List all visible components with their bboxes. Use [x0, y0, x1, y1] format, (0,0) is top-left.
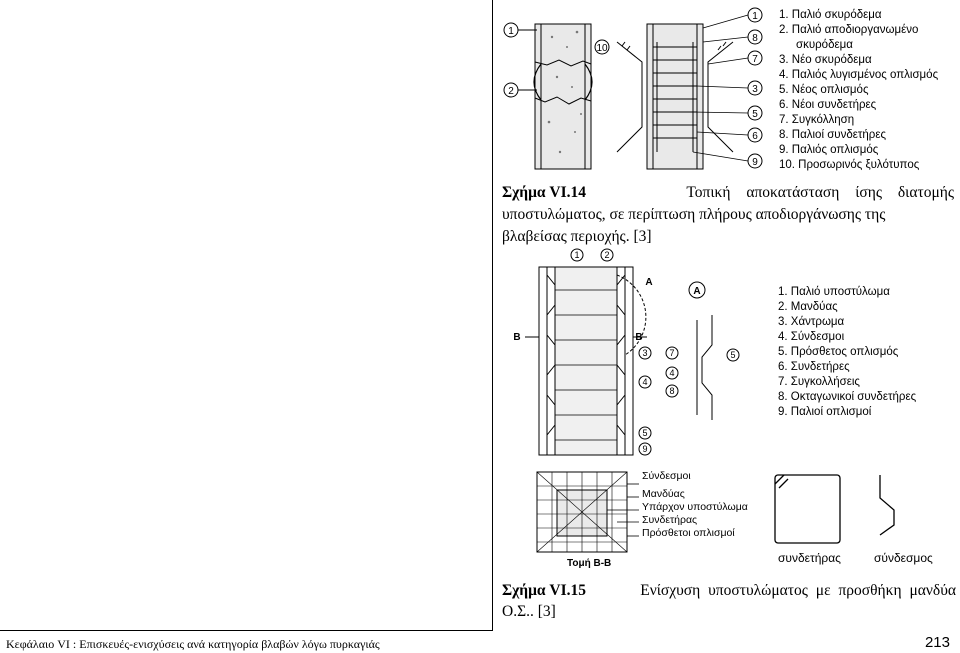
svg-text:8: 8 [752, 33, 758, 44]
temporary-formwork [616, 41, 734, 153]
figure-15-legend: 1. Παλιό υποστύλωμα 2. Μανδύας 3. Χάντρω… [778, 285, 916, 420]
svg-text:2: 2 [604, 250, 609, 260]
legend-item: 9. Παλιοί οπλισμοί [778, 406, 872, 418]
legend-item: 3. Νέο σκυρόδεμα [779, 54, 872, 66]
page-number: 213 [924, 634, 950, 651]
detail-callouts: A 7 4 8 5 [665, 286, 740, 398]
legend-item: 8. Παλιοί συνδετήρες [779, 129, 887, 141]
legend-item: 4. Σύνδεσμοι [778, 331, 845, 343]
figure-15-caption: Σχήμα VI.15 Ενίσχυση υποστυλώματος με πρ… [502, 580, 956, 622]
legend-item: 8. Οκταγωνικοί συνδετήρες [778, 391, 917, 403]
caption-text-line2: Ο.Σ.. [3] [502, 603, 556, 620]
figure-14-drawing: 1 2 10 1 8 7 3 5 6 9 [503, 7, 763, 170]
detail-a [688, 281, 713, 420]
svg-text:2: 2 [508, 86, 514, 97]
legend-item: 5. Νέος οπλισμός [779, 84, 869, 96]
caption-label: Σχήμα VI.15 [502, 582, 587, 599]
svg-text:1: 1 [508, 26, 514, 37]
figure-14-callouts: 1 2 10 1 8 7 3 5 6 9 [503, 7, 763, 169]
legend-item: 9. Παλιός οπλισμός [779, 144, 879, 156]
svg-text:B: B [513, 332, 520, 343]
svg-text:9: 9 [752, 157, 758, 168]
link-label: σύνδεσμος [874, 551, 933, 565]
svg-text:5: 5 [642, 428, 647, 438]
svg-text:10: 10 [596, 43, 608, 54]
legend-item: 2. Μανδύας [778, 301, 838, 313]
svg-text:3: 3 [642, 348, 647, 358]
legend-item: 6. Νέοι συνδετήρες [779, 99, 877, 111]
caption-text-line1: Τοπική αποκατάσταση ίσης διατομής [686, 184, 954, 201]
section-label: Συνδετήρας [642, 514, 698, 526]
caption-text-line1: Ενίσχυση υποστυλώματος με προσθήκη μανδύ… [640, 582, 956, 599]
legend-item: 3. Χάντρωμα [778, 316, 845, 328]
damaged-column [533, 23, 593, 170]
legend-item: 7. Συγκόλληση [779, 114, 855, 126]
blank-left-panel [0, 0, 493, 631]
svg-text:5: 5 [752, 109, 758, 120]
legend-item: 7. Συγκολλήσεις [778, 376, 860, 388]
figure-14-legend: 1. Παλιό σκυρόδεμα 2. Παλιό αποδιοργανωμ… [779, 8, 938, 173]
section-label: Σύνδεσμοι [642, 470, 691, 482]
section-title: Τομή Β-Β [567, 558, 611, 569]
svg-text:3: 3 [752, 84, 758, 95]
svg-text:7: 7 [669, 348, 674, 358]
caption-text-line3: βλαβείσας περιοχής. [3] [502, 228, 652, 245]
svg-text:4: 4 [669, 368, 674, 378]
caption-label: Σχήμα VI.14 [502, 184, 587, 201]
legend-item: 1. Παλιό υποστύλωμα [778, 286, 890, 298]
section-label: Μανδύας [642, 488, 685, 500]
tie-label: συνδετήρας [778, 551, 841, 565]
section-bb-drawing: Τομή Β-Β [536, 471, 639, 569]
repaired-column [646, 23, 704, 170]
svg-text:7: 7 [752, 54, 758, 65]
legend-item: 1. Παλιό σκυρόδεμα [779, 9, 882, 21]
legend-item: σκυρόδεμα [796, 39, 853, 51]
section-bb-labels: Σύνδεσμοι Μανδύας Υπάρχον υποστύλωμα Συν… [642, 470, 748, 540]
figure-15-drawing: 1 2 A B B 3 4 5 9 A 7 4 8 5 [513, 248, 740, 456]
svg-text:A: A [645, 277, 652, 288]
legend-item: 4. Παλιός λυγισμένος οπλισμός [779, 69, 939, 81]
svg-text:4: 4 [642, 377, 647, 387]
footer-chapter-title: Κεφάλαιο VI : Επισκευές-ενισχύσεις ανά κ… [6, 637, 380, 651]
caption-text-line2: υποστυλώματος, σε περίπτωση πλήρους αποδ… [502, 206, 886, 223]
svg-text:1: 1 [574, 250, 579, 260]
figure-14-caption: Σχήμα VI.14 Τοπική αποκατάσταση ίσης δια… [502, 182, 954, 248]
legend-item: 5. Πρόσθετος οπλισμός [778, 346, 899, 358]
svg-text:8: 8 [669, 386, 674, 396]
tie-and-link-detail [774, 474, 895, 544]
legend-item: 2. Παλιό αποδιοργανωμένο [779, 24, 919, 36]
section-label: Πρόσθετοι οπλισμοί [642, 527, 735, 539]
svg-text:1: 1 [752, 11, 758, 22]
jacketed-column-elevation [538, 266, 634, 456]
svg-text:6: 6 [752, 131, 758, 142]
svg-text:A: A [693, 286, 700, 297]
document-page: 1 2 10 1 8 7 3 5 6 9 1. Παλιό σκυρόδεμα … [492, 0, 960, 630]
legend-item: 6. Συνδετήρες [778, 361, 850, 373]
svg-text:9: 9 [642, 444, 647, 454]
section-label: Υπάρχον υποστύλωμα [642, 501, 748, 513]
svg-text:5: 5 [730, 350, 735, 360]
legend-item: 10. Προσωρινός ξυλότυπος [779, 159, 920, 171]
